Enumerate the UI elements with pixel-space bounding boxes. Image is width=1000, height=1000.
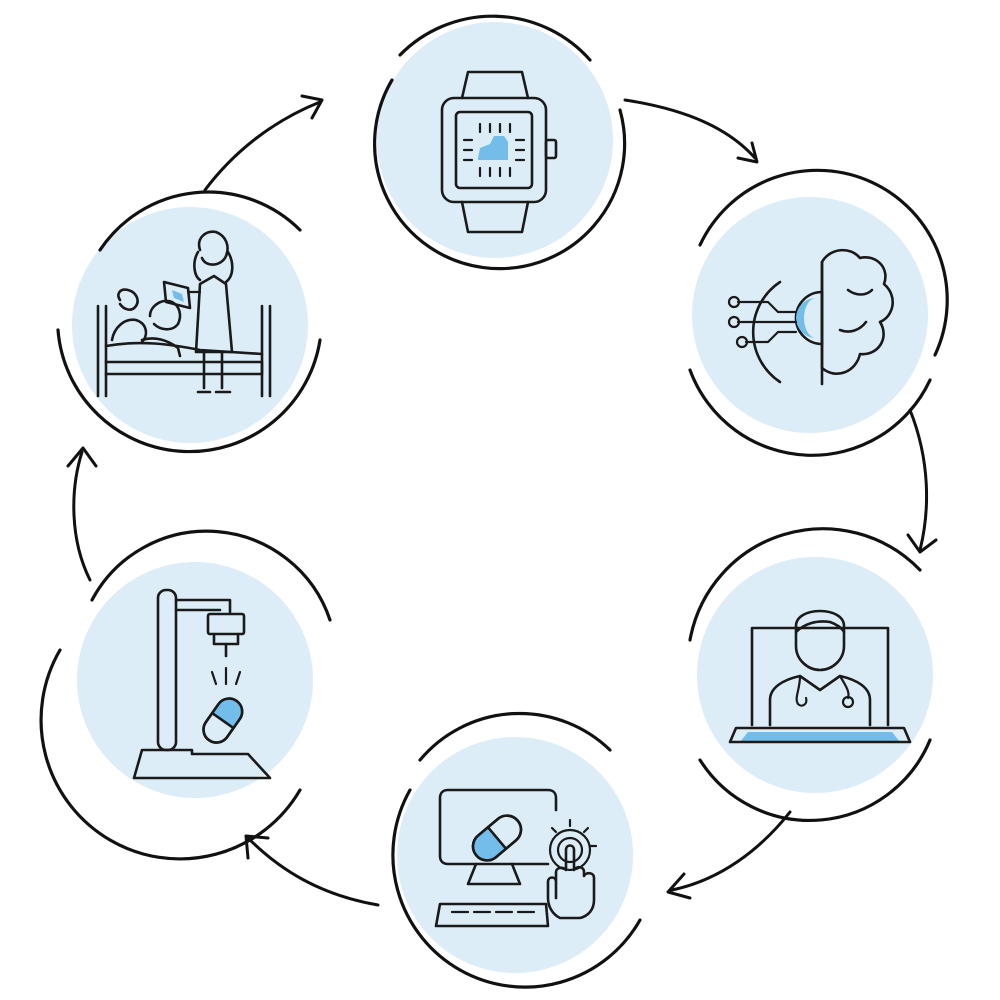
telemedicine-doctor-icon xyxy=(728,609,912,744)
arrow-brain-to-telemedicine xyxy=(906,408,938,554)
arrow-watch-to-brain xyxy=(623,98,759,164)
arrow-pharmacy-to-manufacturing xyxy=(244,834,380,907)
arrow-telemedicine-to-pharmacy xyxy=(666,810,792,900)
arrow-patient-to-watch xyxy=(203,94,324,192)
node-smartwatch xyxy=(373,14,627,271)
ai-brain-icon xyxy=(727,248,894,386)
smartwatch-chip-icon xyxy=(440,70,558,234)
node-telemedicine xyxy=(688,527,933,823)
node-patient-care xyxy=(56,190,322,454)
node-pill-manufacturing xyxy=(39,529,332,861)
node-ai-brain xyxy=(688,168,949,457)
node-online-pharmacy xyxy=(391,711,642,989)
online-pharmacy-icon xyxy=(434,788,598,928)
arrow-manufacturing-to-patient xyxy=(66,446,98,582)
pill-manufacturing-icon xyxy=(132,588,272,780)
cycle-arrows xyxy=(66,94,938,907)
patient-care-icon xyxy=(96,230,272,398)
